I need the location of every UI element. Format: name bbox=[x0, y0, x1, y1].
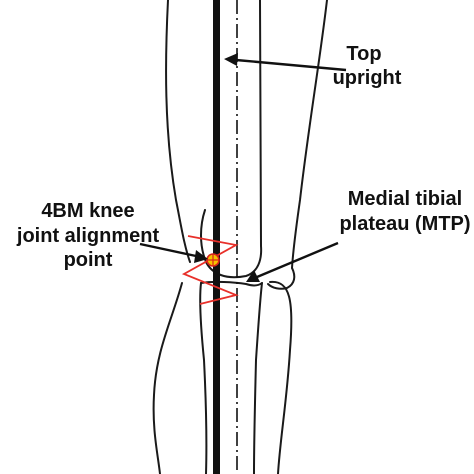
tibia-left-edge bbox=[199, 282, 208, 474]
knee-point-label-line3: point bbox=[64, 249, 113, 271]
knee-alignment-target-icon bbox=[206, 253, 220, 267]
calf-outline-right bbox=[269, 280, 293, 474]
upright-bar bbox=[213, 0, 220, 474]
mtp-arrowhead bbox=[246, 270, 260, 282]
mtp-label-line2: plateau (MTP) bbox=[339, 213, 470, 235]
knee-point-arrow-line bbox=[139, 242, 197, 258]
calf-outline-left bbox=[152, 282, 183, 474]
knee-point-label-line1: 4BM knee bbox=[41, 200, 134, 222]
mtp-label-line1: Medial tibial bbox=[348, 188, 462, 210]
knee-point-label-line2: joint alignment bbox=[16, 225, 160, 247]
tibia-right-edge bbox=[253, 282, 263, 474]
top-upright-arrow-line bbox=[235, 58, 347, 72]
knee-contour-right bbox=[267, 267, 296, 290]
mtp-arrow-line bbox=[256, 241, 339, 279]
top-upright-label-line2: upright bbox=[333, 67, 402, 89]
femur-condyle bbox=[200, 0, 263, 279]
thigh-outline-left bbox=[165, 0, 191, 263]
top-upright-arrowhead bbox=[224, 53, 238, 66]
thigh-outline-right bbox=[291, 0, 328, 269]
top-upright-label-line1: Top bbox=[346, 43, 381, 65]
knee-point-arrowhead bbox=[194, 250, 208, 263]
alignment-zigzag-marker bbox=[181, 235, 239, 305]
